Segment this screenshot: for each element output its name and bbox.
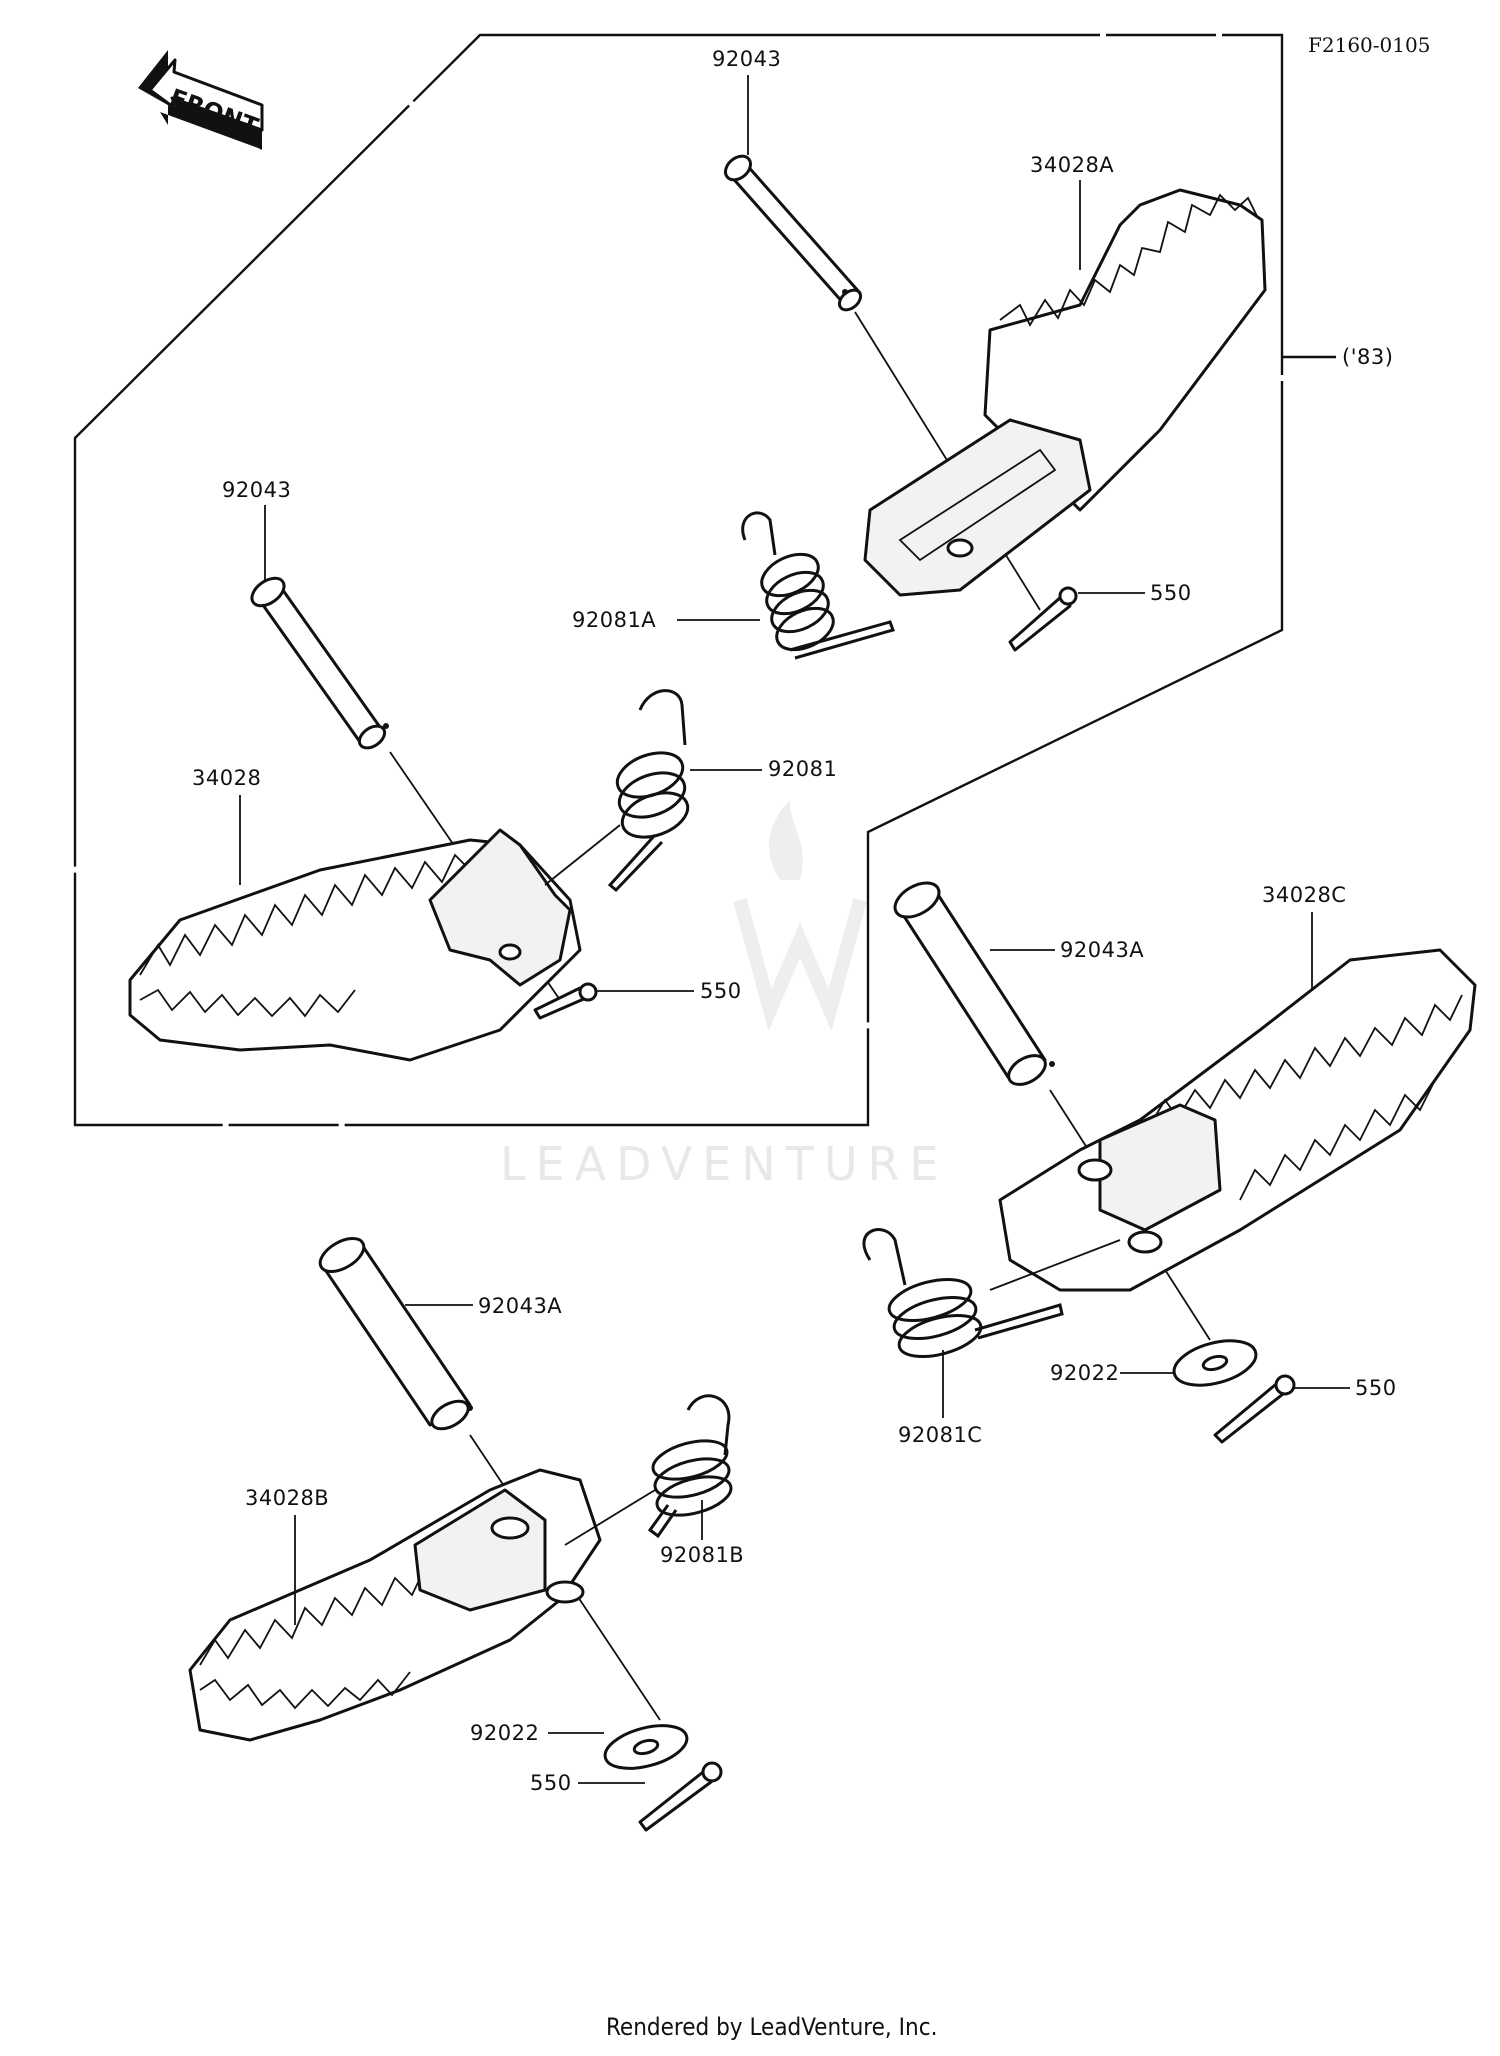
torsion-spring-92081B xyxy=(647,1394,733,1539)
label-92043-top: 92043 xyxy=(712,47,781,71)
cotter-pin-550-bottom xyxy=(638,1761,723,1832)
label-92022-bottom: 92022 xyxy=(470,1721,539,1745)
footer-credit: Rendered by LeadVenture, Inc. xyxy=(606,2013,937,2041)
label-34028: 34028 xyxy=(192,766,261,790)
label-92081A: 92081A xyxy=(572,608,656,632)
label-92081: 92081 xyxy=(768,757,837,781)
label-34028C: 34028C xyxy=(1262,883,1346,907)
label-92022-right: 92022 xyxy=(1050,1361,1119,1385)
label-550-top: 550 xyxy=(1150,581,1192,605)
torsion-spring-92081 xyxy=(607,689,690,893)
label-92081B: 92081B xyxy=(660,1543,744,1567)
washer-92022-right xyxy=(1172,1339,1258,1387)
footpeg-34028A xyxy=(863,188,1267,597)
watermark-text: LEADVENTURE xyxy=(500,1137,949,1191)
footpeg-34028 xyxy=(128,828,582,1062)
front-arrow-icon: FRONT xyxy=(138,50,264,150)
label-92081C: 92081C xyxy=(898,1423,982,1447)
footpeg-34028B xyxy=(188,1468,602,1742)
label-550-right: 550 xyxy=(1355,1376,1397,1400)
torsion-spring-92081A xyxy=(741,511,895,660)
assembly-line xyxy=(544,824,621,886)
label-92043-left: 92043 xyxy=(222,478,291,502)
pivot-pin-92043-top xyxy=(723,154,863,312)
group-note-83: ('83) xyxy=(1342,345,1393,369)
label-34028A: 34028A xyxy=(1030,153,1114,177)
cotter-pin-550-top xyxy=(1008,586,1078,652)
label-34028B: 34028B xyxy=(245,1486,329,1510)
label-550-left: 550 xyxy=(700,979,742,1003)
pivot-pin-92043-left xyxy=(250,576,389,750)
diagram-code: F2160-0105 xyxy=(1308,33,1430,57)
pivot-pin-92043A-right xyxy=(893,881,1055,1086)
torsion-spring-92081C xyxy=(862,1228,1064,1359)
washer-92022-bottom xyxy=(603,1724,689,1770)
cotter-pin-550-right xyxy=(1213,1374,1296,1444)
cotter-pin-550-left xyxy=(533,982,598,1020)
assembly-line xyxy=(564,1489,656,1546)
group-boundary-83: ('83) xyxy=(73,33,1393,1127)
label-92043A-bottom: 92043A xyxy=(478,1294,562,1318)
footpeg-34028C xyxy=(998,948,1477,1292)
assembly-line xyxy=(989,1239,1121,1291)
pivot-pin-92043A-bottom xyxy=(318,1237,473,1431)
label-92043A-right: 92043A xyxy=(1060,938,1144,962)
label-550-bottom: 550 xyxy=(530,1771,572,1795)
watermark: LEADVENTURE xyxy=(500,800,949,1191)
